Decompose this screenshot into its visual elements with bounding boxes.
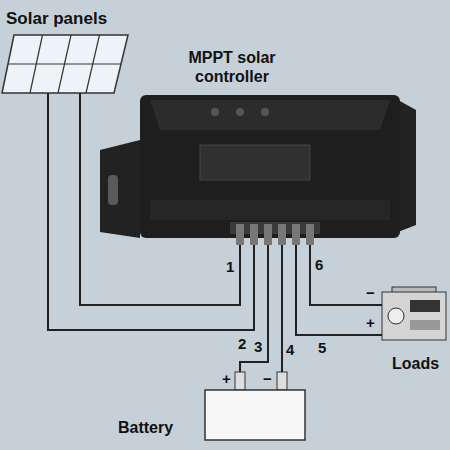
load-device-drawing: [382, 287, 446, 340]
node-label: Battery: [118, 418, 173, 437]
controller-drawing: [100, 95, 416, 245]
polarity-sign: +: [366, 314, 375, 332]
node-label: MPPT solar controller: [162, 48, 302, 86]
wire: [281, 245, 283, 372]
solar-panel-array: Solar panels: [0, 5, 132, 97]
load-device: Loads: [382, 284, 448, 376]
solar-panel-drawing: [2, 35, 128, 97]
wire: [310, 245, 382, 305]
mppt-controller: MPPT solar controller: [100, 45, 420, 245]
terminal-number: 6: [315, 256, 323, 274]
polarity-sign: −: [366, 284, 375, 302]
terminal-number: 1: [226, 258, 234, 276]
terminal-number: 3: [254, 338, 262, 356]
wire: [80, 97, 240, 305]
wire: [296, 245, 382, 335]
node-label: Loads: [392, 354, 439, 373]
terminal-number: 2: [238, 335, 246, 353]
polarity-sign: +: [222, 370, 231, 388]
wire: [48, 97, 254, 330]
terminal-number: 5: [318, 339, 326, 357]
battery-drawing: [205, 372, 305, 440]
terminal-number: 4: [286, 341, 294, 359]
wire: [240, 245, 268, 372]
battery: Battery: [110, 372, 310, 444]
node-label: Solar panels: [6, 9, 107, 29]
polarity-sign: −: [263, 370, 272, 388]
